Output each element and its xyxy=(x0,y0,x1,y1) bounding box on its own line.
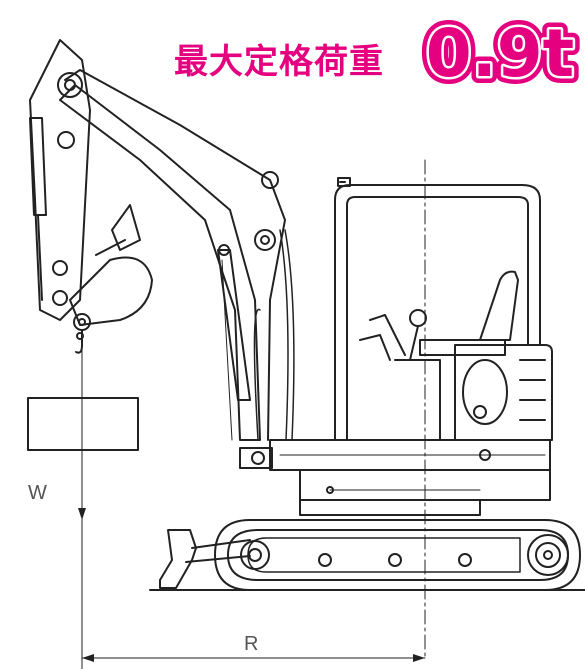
radius-arrow-right xyxy=(413,654,425,662)
crawler-track xyxy=(214,519,581,591)
arm-cylinder xyxy=(29,117,47,301)
radius-arrow-left xyxy=(82,654,94,662)
title-area: 最大定格荷重 0.9t 0.9t xyxy=(170,8,580,90)
boom xyxy=(59,69,286,465)
arm xyxy=(29,39,91,321)
bucket xyxy=(69,204,153,331)
boom-cylinder xyxy=(217,244,251,441)
badge-outline-text: 0.9t xyxy=(426,15,574,90)
lifting-hook xyxy=(75,329,84,354)
engine-hood xyxy=(454,344,553,441)
load-block xyxy=(27,397,139,451)
hydraulic-hoses xyxy=(253,229,295,441)
upper-frame xyxy=(239,439,551,516)
radius-label: R xyxy=(244,633,259,655)
dozer-blade xyxy=(159,529,251,589)
badge-outline: 0.9t 0.9t xyxy=(420,8,580,90)
operator-seat xyxy=(359,270,519,441)
load-arrow xyxy=(78,508,86,520)
canopy xyxy=(334,177,541,441)
weight-label: W xyxy=(28,482,47,504)
rated-load-value: 0.9t xyxy=(426,15,574,90)
rated-load-badge: 0.9t 0.9t xyxy=(420,8,580,90)
rated-load-label: 最大定格荷重 xyxy=(174,42,384,82)
